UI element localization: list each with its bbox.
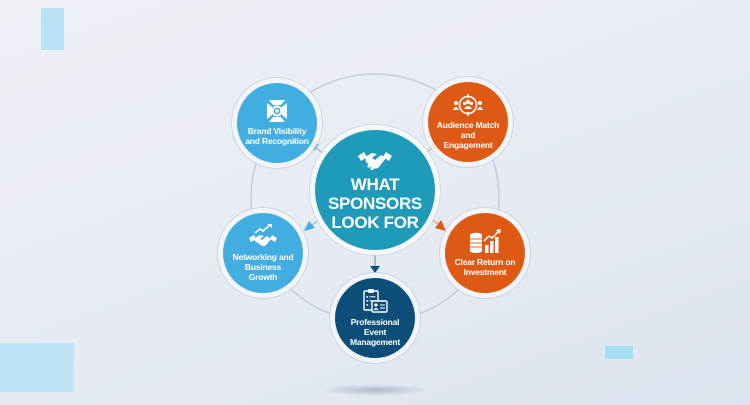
audience-target-icon [453,94,483,116]
node-brand-visibility: Brand Visibility and Recognition [237,83,317,163]
node-networking: Networking and Business Growth [223,213,303,293]
hub-title: WHAT SPONSORS LOOK FOR [328,174,422,232]
spotlight-icon [267,100,287,122]
decorative-rect-top-left [41,8,64,50]
node-label: Clear Return on Investment [454,257,516,277]
arrow-to-networking [304,218,321,231]
node-label: Professional Event Management [350,317,400,347]
clipboard-badge-icon [363,289,388,313]
ground-shadow [320,384,430,396]
coins-chart-icon [470,229,501,253]
node-audience-match: Audience Match and Engagement [428,82,508,162]
handshake-growth-icon [249,224,277,247]
arrow-to-event [370,254,380,273]
center-hub: WHAT SPONSORS LOOK FOR [315,130,435,250]
arrow-to-roi [429,217,446,231]
node-label: Brand Visibility and Recognition [245,126,309,146]
decorative-rect-bottom-right [605,346,633,359]
handshake-icon [358,151,392,170]
node-label: Networking and Business Growth [232,252,294,282]
arrow-to-brand [309,142,326,156]
node-event-management: Professional Event Management [335,278,415,358]
node-clear-roi: Clear Return on Investment [445,213,525,293]
node-label: Audience Match and Engagement [436,120,500,150]
decorative-rect-bottom-left [0,343,74,392]
